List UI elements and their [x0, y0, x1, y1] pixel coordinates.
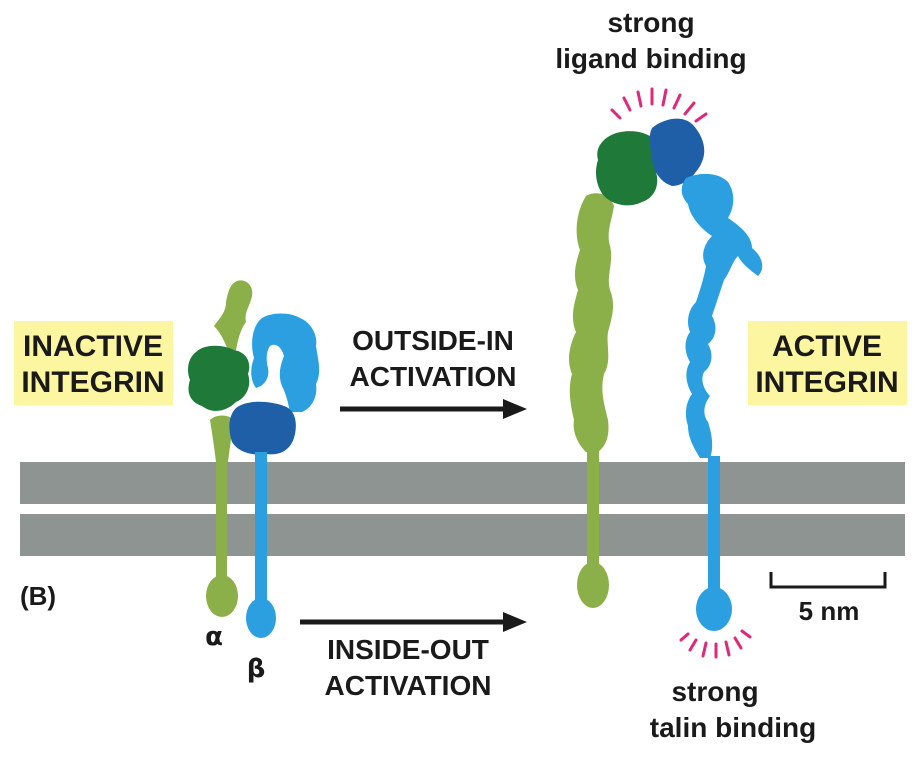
- scale-bar: [769, 572, 887, 589]
- talin-binding-spikes: [679, 629, 752, 659]
- ligand-binding-label-line2: ligand binding: [555, 43, 746, 74]
- talin-binding-label-line2: talin binding: [650, 712, 816, 743]
- active-label-line2: INTEGRIN: [755, 366, 898, 399]
- inactive-integrin: [188, 280, 320, 638]
- inside-out-label-line1: INSIDE-OUT: [327, 634, 489, 665]
- beta-label: β: [247, 654, 266, 684]
- inside-out-arrow: [300, 612, 527, 632]
- outside-in-arrow: [340, 399, 527, 419]
- inactive-label-box: [14, 321, 173, 405]
- active-alpha-subunit: [569, 131, 659, 608]
- membrane-outer-leaflet: [20, 462, 905, 504]
- inactive-beta-subunit: [229, 313, 320, 638]
- ligand-binding-spikes: [610, 87, 708, 123]
- outside-in-label-line1: OUTSIDE-IN: [352, 325, 514, 356]
- alpha-label: α: [205, 622, 223, 652]
- active-label-box: [748, 321, 907, 405]
- scale-bar-label: 5 nm: [799, 596, 860, 626]
- inactive-alpha-subunit: [188, 280, 253, 617]
- inside-out-label-line2: ACTIVATION: [325, 670, 492, 701]
- ligand-binding-label-line1: strong: [607, 7, 694, 38]
- cell-membrane: [20, 462, 905, 556]
- active-integrin: [569, 118, 763, 631]
- talin-binding-label-line1: strong: [671, 676, 758, 707]
- inactive-label-line1: INACTIVE: [23, 330, 163, 363]
- active-label-line1: ACTIVE: [772, 330, 882, 363]
- outside-in-label-line2: ACTIVATION: [350, 361, 517, 392]
- active-beta-subunit: [649, 118, 763, 631]
- membrane-inner-leaflet: [20, 514, 905, 556]
- panel-label: (B): [20, 581, 56, 611]
- inactive-label-line2: INTEGRIN: [21, 366, 164, 399]
